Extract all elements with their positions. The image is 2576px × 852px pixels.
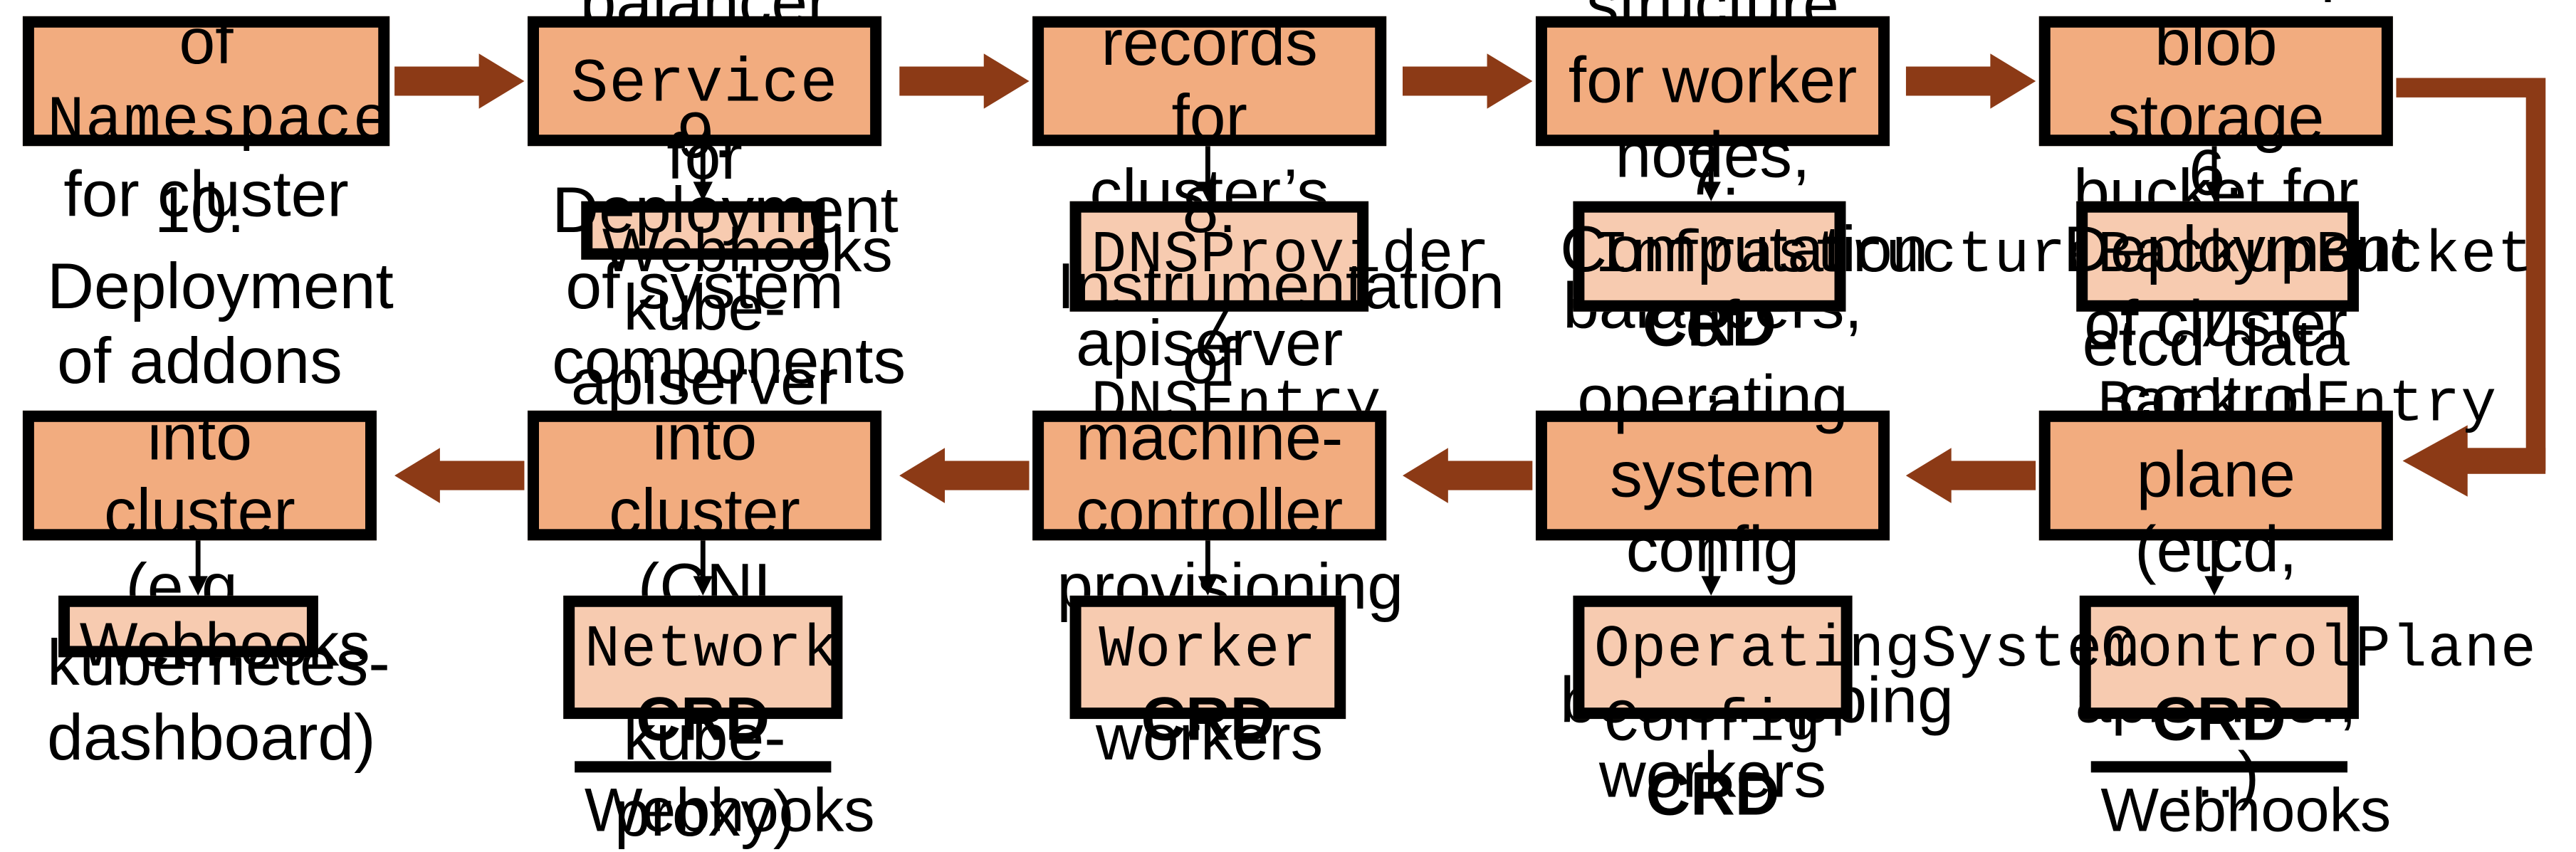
artifact-row-webhooks-10: Webhooks bbox=[70, 607, 370, 686]
step-box-5[interactable]: 5. Preparation of backupblob storage buc… bbox=[2038, 0, 2393, 380]
flow-arrow-4-to-5 bbox=[1905, 53, 2036, 109]
connector-step-7-to-crd bbox=[1701, 540, 1721, 596]
artifact-row-webhooks-9: Webhooks bbox=[575, 761, 875, 851]
connector-step-4-to-crd bbox=[1701, 146, 1721, 201]
connector-step-2-to-webhooks bbox=[693, 146, 713, 201]
webhooks-label-9: Webhooks bbox=[584, 777, 875, 846]
connector-step-9-to-crd bbox=[693, 540, 713, 596]
artifact-row-controlplane-crd: ControlPlane CRD bbox=[2091, 607, 2537, 761]
webhooks-label-6: Webhooks bbox=[2100, 777, 2392, 846]
flow-arrow-7-to-8 bbox=[1402, 448, 1533, 503]
flow-arrow-6-to-7 bbox=[1905, 448, 2036, 503]
flow-arrow-1-to-2 bbox=[394, 53, 525, 109]
step-box-4[interactable]: 4. Preparation of infra-structure for wo… bbox=[1535, 0, 1890, 418]
flow-arrow-3-to-4 bbox=[1402, 53, 1533, 109]
artifact-box-backup-crd[interactable]: BackupBucket /BackupEntry CRD bbox=[2076, 201, 2533, 510]
flow-arrow-9-to-10 bbox=[394, 448, 525, 503]
artifact-row-network-crd: Network CRD bbox=[575, 607, 839, 761]
step-5-text: 5. Preparation of backupblob storage buc… bbox=[2073, 0, 2359, 380]
step-box-3[interactable]: 3. Creation of DNSrecords for cluster’sk… bbox=[1032, 0, 1387, 380]
flow-arrow-2-to-3 bbox=[899, 53, 1030, 109]
artifact-box-webhooks-10[interactable]: Webhooks bbox=[58, 595, 370, 680]
connector-step-8-to-crd bbox=[1198, 540, 1218, 596]
artifact-row-webhooks-6: Webhooks bbox=[2090, 761, 2392, 851]
artifact-box-network-crd[interactable]: Network CRD Webhooks bbox=[563, 595, 875, 846]
network-crd-label: Network CRD bbox=[584, 616, 839, 755]
flow-arrow-8-to-9 bbox=[899, 448, 1030, 503]
webhooks-label-10: Webhooks bbox=[79, 611, 370, 680]
connector-step-3-to-crd bbox=[1198, 146, 1218, 201]
connector-step-10-to-webhooks bbox=[188, 540, 208, 596]
controlplane-crd-label: ControlPlane CRD bbox=[2100, 616, 2537, 755]
flow-arrow-5-to-6 bbox=[2396, 78, 2575, 503]
connector-step-5-to-crd bbox=[2204, 146, 2224, 201]
connector-step-6-to-crd bbox=[2204, 540, 2224, 596]
